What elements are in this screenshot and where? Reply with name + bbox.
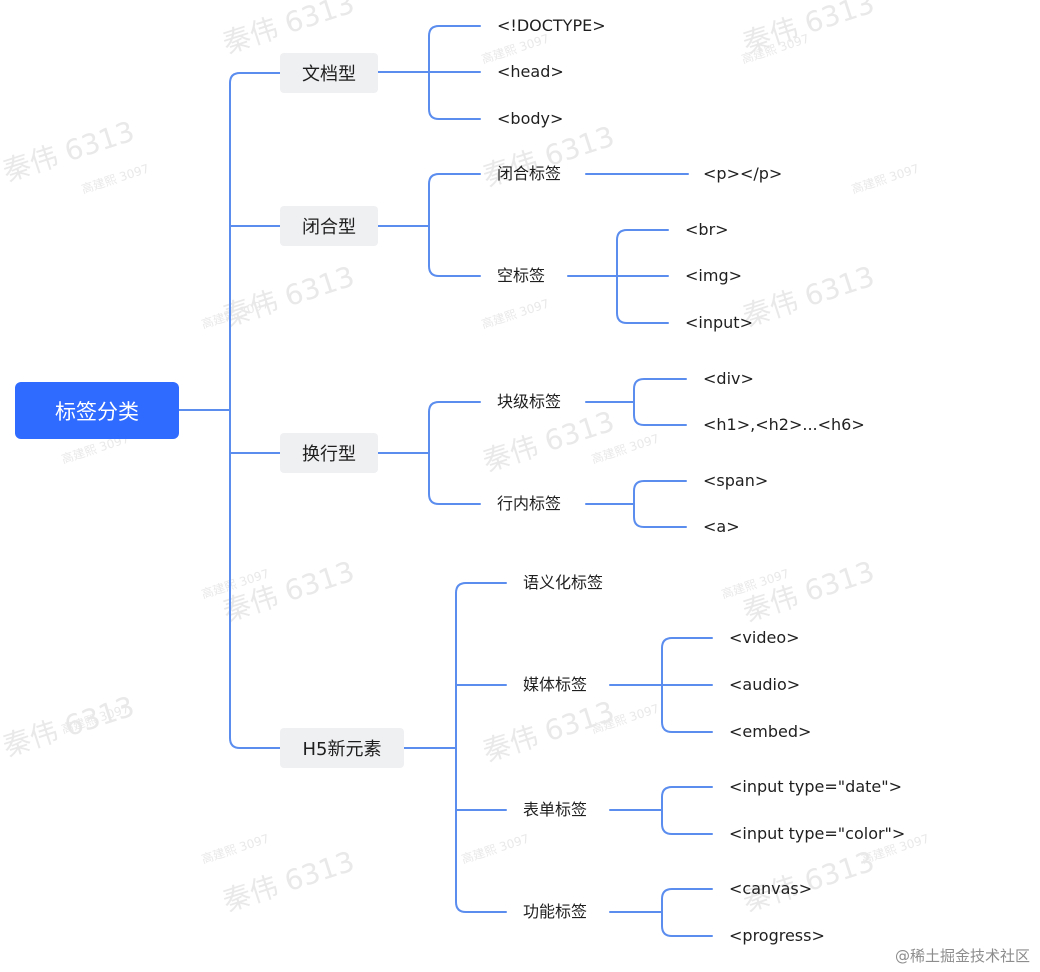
node-inline-tags: 行内标签	[497, 494, 562, 513]
leaf-a: <a>	[703, 517, 740, 536]
connector-wrap-branch	[428, 401, 481, 505]
category-closed-type: 闭合型	[280, 206, 378, 246]
leaf-br: <br>	[685, 220, 729, 239]
leaf-img: <img>	[685, 266, 742, 285]
leaf-headings: <h1>,<h2>...<h6>	[703, 415, 865, 434]
root-node: 标签分类	[15, 382, 179, 439]
connector-closed-branch	[428, 173, 481, 277]
leaf-span: <span>	[703, 471, 769, 490]
connector-form-branch	[661, 786, 713, 835]
root-label: 标签分类	[55, 399, 139, 424]
leaf-canvas: <canvas>	[729, 879, 813, 898]
category-label: H5新元素	[302, 739, 382, 760]
category-h5-elements: H5新元素	[280, 728, 404, 768]
connector-root-trunk	[229, 72, 281, 749]
leaf-div: <div>	[703, 369, 754, 388]
leaf-audio: <audio>	[729, 675, 801, 694]
leaf-embed: <embed>	[729, 722, 812, 741]
leaf-head: <head>	[497, 62, 564, 81]
connector-inline-branch	[633, 480, 687, 528]
node-form-tags: 表单标签	[523, 800, 588, 819]
category-doc-type: 文档型	[280, 53, 378, 93]
leaf-doctype: <!DOCTYPE>	[497, 16, 606, 35]
source-credit: @稀土掘金技术社区	[894, 947, 1030, 965]
node-block-tags: 块级标签	[497, 392, 562, 411]
node-paired-tags: 闭合标签	[497, 164, 562, 183]
leaf-input-date: <input type="date">	[729, 777, 902, 796]
node-function-tags: 功能标签	[523, 902, 588, 921]
leaf-input: <input>	[685, 313, 753, 332]
leaf-video: <video>	[729, 628, 800, 647]
connector-block-branch	[633, 378, 687, 426]
connector-func-branch	[661, 888, 713, 937]
leaf-progress: <progress>	[729, 926, 825, 945]
leaf-input-color: <input type="color">	[729, 824, 906, 843]
category-wrap-type: 换行型	[280, 433, 378, 473]
node-semantic-tags: 语义化标签	[523, 573, 604, 592]
connector-empty-branch	[616, 229, 669, 324]
leaf-p: <p></p>	[703, 164, 783, 183]
category-label: 文档型	[302, 64, 356, 85]
connector-h5-branch	[455, 582, 507, 913]
leaf-body: <body>	[497, 109, 564, 128]
node-empty-tags: 空标签	[497, 266, 546, 285]
category-label: 换行型	[302, 444, 356, 465]
category-label: 闭合型	[302, 217, 356, 238]
connector-media-branch	[661, 637, 713, 733]
connector-doc-branch	[428, 25, 481, 120]
node-media-tags: 媒体标签	[523, 675, 588, 694]
